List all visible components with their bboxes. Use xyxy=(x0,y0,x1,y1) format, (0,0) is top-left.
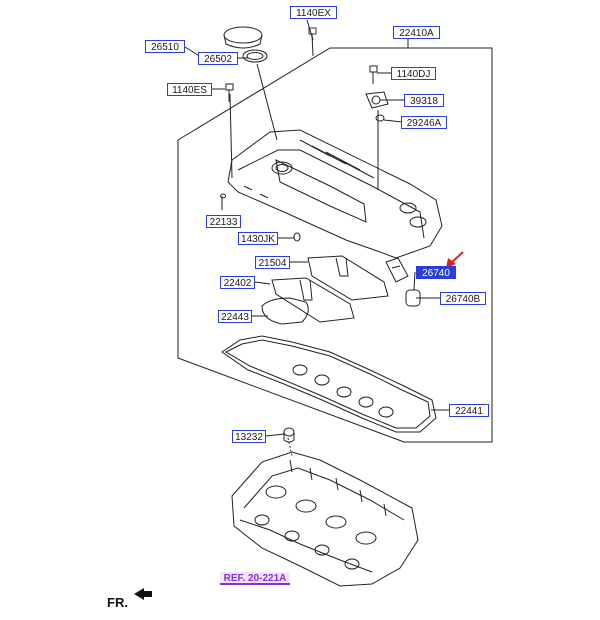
reference-link[interactable]: REF. 20-221A xyxy=(220,572,290,585)
assembly-frame xyxy=(177,47,493,443)
label-29246A[interactable]: 29246A xyxy=(401,116,447,129)
label-22441[interactable]: 22441 xyxy=(449,404,489,417)
label-22443[interactable]: 22443 xyxy=(218,310,252,323)
label-39318[interactable]: 39318 xyxy=(404,94,444,107)
label-26740B[interactable]: 26740B xyxy=(440,292,486,305)
highlight-arrow xyxy=(446,251,464,268)
label-1140ES[interactable]: 1140ES xyxy=(167,83,212,96)
label-26740[interactable]: 26740 xyxy=(416,266,456,279)
label-22402[interactable]: 22402 xyxy=(220,276,255,289)
label-13232[interactable]: 13232 xyxy=(232,430,266,443)
cover-gasket xyxy=(221,335,437,433)
front-arrow xyxy=(134,588,152,600)
label-21504[interactable]: 21504 xyxy=(255,256,290,269)
label-1140DJ[interactable]: 1140DJ xyxy=(391,67,436,80)
label-22410A[interactable]: 22410A xyxy=(393,26,440,39)
cylinder-head xyxy=(231,451,419,587)
front-indicator-label: FR. xyxy=(107,595,128,610)
label-1430JK[interactable]: 1430JK xyxy=(238,232,278,245)
label-26502[interactable]: 26502 xyxy=(198,52,238,65)
label-22133[interactable]: 22133 xyxy=(206,215,241,228)
valve-cover xyxy=(227,129,443,259)
label-26510[interactable]: 26510 xyxy=(145,40,185,53)
label-1140EX[interactable]: 1140EX xyxy=(290,6,337,19)
